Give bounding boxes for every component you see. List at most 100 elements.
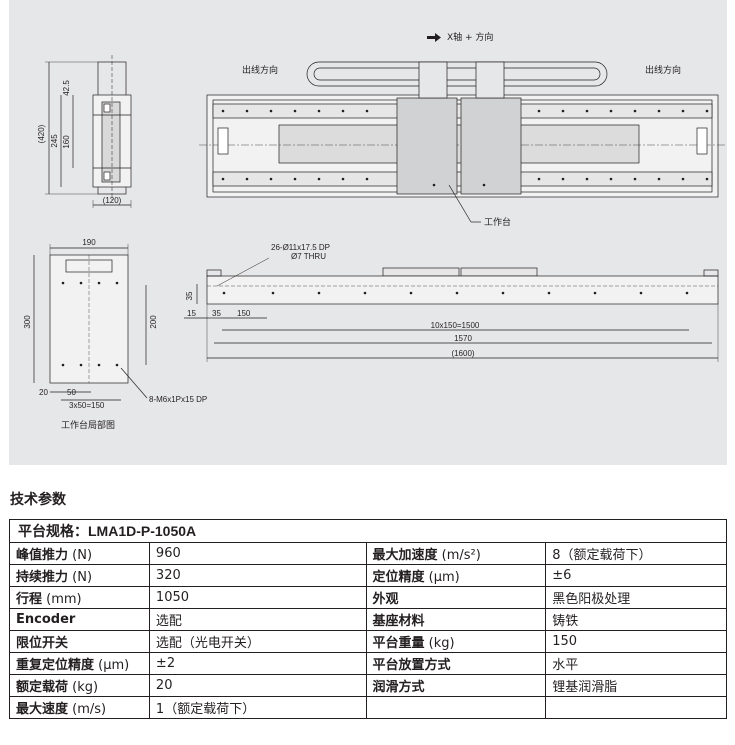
spec-table-body: 峰值推力 (N) 960 最大加速度 (m/s²) 8（额定载荷下） 持续推力 (N) 3… [9, 542, 727, 719]
technical-drawing: X轴 + 方向 出线方向 出线方向 工作台 (420) 245 160 42.5… [9, 0, 727, 465]
spec-value: 选配（光电开关） [155, 636, 260, 651]
spec-label: 最大速度 [16, 702, 69, 717]
dim-245: 245 [50, 134, 59, 148]
dim-15: 15 [187, 309, 196, 318]
spec-label-cell: 持续推力 (N) [9, 564, 150, 587]
spec-label: 行程 [16, 592, 43, 607]
spec-label-cell: Encoder [9, 608, 150, 631]
spec-label-cell: 定位精度 (μm) [365, 564, 547, 587]
dim-190: 190 [82, 238, 96, 247]
spec-label: 平台重量 [372, 636, 425, 651]
spec-value: ±6 [552, 568, 572, 583]
spec-value-cell: 1050 [148, 586, 367, 609]
spec-value: 8（额定载荷下） [552, 548, 652, 563]
spec-value-cell: 水平 [545, 652, 727, 675]
spec-label: 最大加速度 [372, 548, 438, 563]
dim-120: (120) [103, 196, 122, 205]
spec-value-cell: 锂基润滑脂 [545, 674, 727, 697]
spec-label-cell: 平台重量 (kg) [365, 630, 547, 653]
spec-label: 重复定位精度 [16, 658, 95, 673]
spec-label-cell: 限位开关 [9, 630, 150, 653]
spec-label-cell: 润滑方式 [365, 674, 547, 697]
dim-3x50: 3x50=150 [69, 401, 105, 410]
spec-unit: (kg) [424, 636, 455, 651]
top-view [199, 61, 727, 223]
detail-view [33, 244, 148, 401]
spec-unit: (kg) [68, 680, 99, 695]
spec-value-cell: ±6 [545, 564, 727, 587]
spec-label: 润滑方式 [372, 680, 425, 695]
table-row: 持续推力 (N) 320 定位精度 (μm) ±6 [9, 564, 727, 587]
spec-label: 外观 [372, 592, 399, 607]
spec-label-cell: 峰值推力 (N) [9, 542, 150, 565]
spec-unit: (m/s) [68, 702, 107, 717]
direction-label: X轴 + 方向 [447, 31, 493, 43]
spec-value-cell: 选配 [148, 608, 367, 631]
spec-label: 额定载荷 [16, 680, 69, 695]
spec-value: 铸铁 [552, 614, 579, 629]
dim-1570: 1570 [454, 334, 472, 343]
spec-value-cell: 选配（光电开关） [148, 630, 367, 653]
spec-value-cell: 1（额定载荷下） [148, 696, 367, 719]
dim-160: 160 [62, 135, 71, 149]
spec-label: 限位开关 [16, 636, 69, 651]
spec-unit: (m/s²) [437, 548, 481, 563]
dim-420: (420) [37, 124, 46, 143]
spec-label: Encoder [16, 612, 76, 627]
hole-note-m6: 8-M6x1Px15 DP [149, 395, 207, 404]
spec-unit: (mm) [42, 592, 82, 607]
dim-200: 200 [149, 315, 158, 329]
dim-1600: (1600) [451, 349, 474, 358]
arrow-right-icon [427, 33, 441, 42]
spec-value-cell [545, 696, 727, 719]
side-view [45, 55, 132, 208]
spec-unit: (μm) [424, 570, 460, 585]
spec-label: 定位精度 [372, 570, 425, 585]
spec-value: 150 [552, 634, 578, 649]
dim-50: 50 [67, 388, 76, 397]
spec-label-cell: 基座材料 [365, 608, 547, 631]
spec-label-cell [365, 696, 547, 719]
dim-10x150: 10x150=1500 [431, 321, 480, 330]
hole-note-11: 26-Ø11x17.5 DP [271, 243, 330, 252]
cable-out-right-label: 出线方向 [645, 64, 681, 76]
table-row: 限位开关 选配（光电开关） 平台重量 (kg) 150 [9, 630, 727, 653]
spec-label: 基座材料 [372, 614, 425, 629]
dim-42-5: 42.5 [62, 80, 71, 96]
spec-value-cell: 320 [148, 564, 367, 587]
spec-label-cell: 最大加速度 (m/s²) [365, 542, 547, 565]
spec-unit: (N) [68, 548, 93, 563]
table-row: 峰值推力 (N) 960 最大加速度 (m/s²) 8（额定载荷下） [9, 542, 727, 565]
spec-label: 持续推力 [16, 570, 69, 585]
spec-unit: (N) [68, 570, 93, 585]
spec-label-cell: 外观 [365, 586, 547, 609]
work-table-label: 工作台 [484, 216, 511, 228]
spec-label-cell: 平台放置方式 [365, 652, 547, 675]
spec-value: 选配 [155, 614, 182, 629]
spec-label-cell: 额定载荷 (kg) [9, 674, 150, 697]
spec-label: 平台放置方式 [372, 658, 451, 673]
spec-label-cell: 行程 (mm) [9, 586, 150, 609]
hole-note-7: Ø7 THRU [291, 252, 326, 261]
spec-value: 960 [155, 546, 181, 561]
spec-value: 黑色阳极处理 [552, 592, 631, 607]
dim-35-vertical: 35 [185, 291, 194, 300]
front-view [184, 257, 719, 362]
dim-150: 150 [237, 309, 251, 318]
spec-label: 峰值推力 [16, 548, 69, 563]
spec-value-cell: ±2 [148, 652, 367, 675]
table-row: 最大速度 (m/s) 1（额定载荷下） [9, 696, 727, 719]
table-row: 额定载荷 (kg) 20 润滑方式 锂基润滑脂 [9, 674, 727, 697]
table-row: Encoder 选配 基座材料 铸铁 [9, 608, 727, 631]
dim-35-horizontal: 35 [212, 309, 221, 318]
spec-value: ±2 [155, 656, 176, 671]
spec-value: 320 [155, 568, 181, 583]
cable-out-left-label: 出线方向 [242, 64, 278, 76]
spec-value: 20 [155, 678, 173, 693]
spec-value-cell: 铸铁 [545, 608, 727, 631]
spec-value-cell: 20 [148, 674, 367, 697]
spec-value: 水平 [552, 658, 579, 673]
